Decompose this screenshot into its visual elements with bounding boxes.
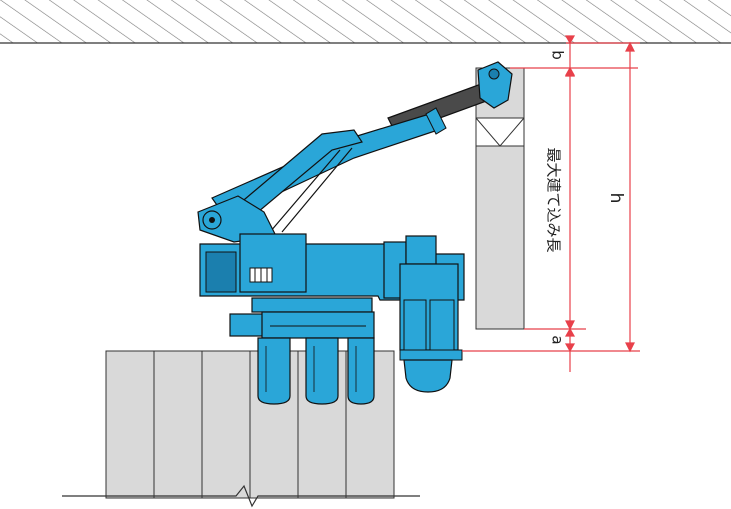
pile-chuck-wedge <box>475 117 525 147</box>
ceiling <box>0 0 731 44</box>
chuck-bottom <box>403 359 453 393</box>
label-h: h <box>606 193 626 204</box>
pile-1 <box>105 350 155 499</box>
ground-break-line <box>62 484 420 508</box>
clamp-2 <box>305 337 339 405</box>
boom-tip-head <box>477 61 513 109</box>
label-a: a <box>549 335 567 344</box>
new-pile <box>475 67 525 330</box>
pile-2 <box>153 350 203 499</box>
clamp-1 <box>257 337 291 405</box>
label-max-length: 最大建て込み長 <box>545 147 563 252</box>
tank <box>205 251 237 293</box>
slide-frame <box>261 311 375 339</box>
crane-boom <box>197 61 513 243</box>
label-b: b <box>549 50 567 60</box>
clamp-3 <box>347 337 375 405</box>
dimensions <box>462 35 640 372</box>
pile-3 <box>201 350 251 499</box>
saddle <box>251 297 373 313</box>
new-pile-body <box>475 67 525 330</box>
chuck-top <box>405 235 437 265</box>
machine-body <box>199 233 465 405</box>
power-unit <box>239 233 307 293</box>
ceiling-hatch <box>0 0 731 43</box>
